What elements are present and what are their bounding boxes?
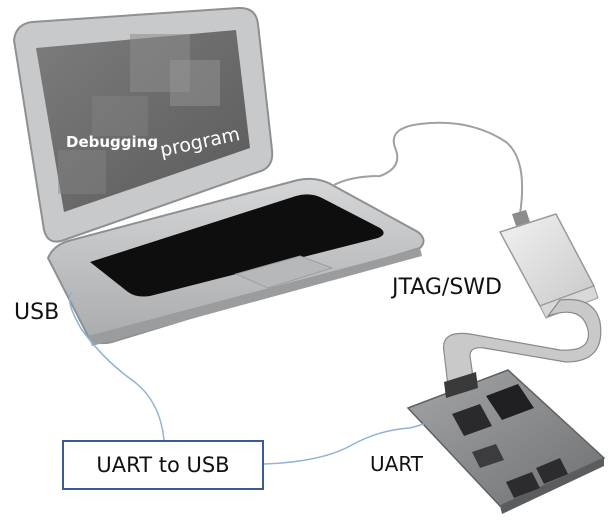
uart-to-usb-box: UART to USB bbox=[62, 440, 264, 490]
laptop-front-edge bbox=[88, 248, 422, 346]
board-edge bbox=[500, 458, 604, 514]
laptop-screen bbox=[36, 30, 250, 212]
usb-cable bbox=[68, 291, 165, 441]
board-component bbox=[472, 444, 504, 468]
screen-blur bbox=[130, 34, 190, 92]
board-usb-port bbox=[506, 472, 540, 498]
board-chip bbox=[452, 404, 492, 436]
board-header bbox=[444, 372, 478, 398]
label-uart: UART bbox=[370, 452, 423, 476]
board-usb-port bbox=[536, 458, 568, 484]
screen-text-debugging: Debugging bbox=[66, 133, 159, 151]
screen-blur bbox=[92, 96, 148, 136]
circuit-board-icon bbox=[406, 369, 606, 514]
laptop-touchpad bbox=[234, 255, 334, 289]
probe-plug bbox=[512, 210, 530, 226]
board-chip bbox=[486, 384, 534, 420]
uart-to-usb-label: UART to USB bbox=[96, 453, 230, 477]
screen-blur bbox=[170, 60, 220, 106]
screen-blur bbox=[58, 150, 106, 194]
probe-cable bbox=[331, 121, 524, 215]
uart-cable bbox=[263, 423, 425, 465]
laptop-icon bbox=[12, 6, 425, 346]
laptop-keyboard bbox=[90, 194, 384, 297]
label-jtag-swd: JTAG/SWD bbox=[392, 275, 502, 300]
label-usb: USB bbox=[14, 300, 60, 325]
ribbon-cable-icon bbox=[442, 298, 602, 387]
